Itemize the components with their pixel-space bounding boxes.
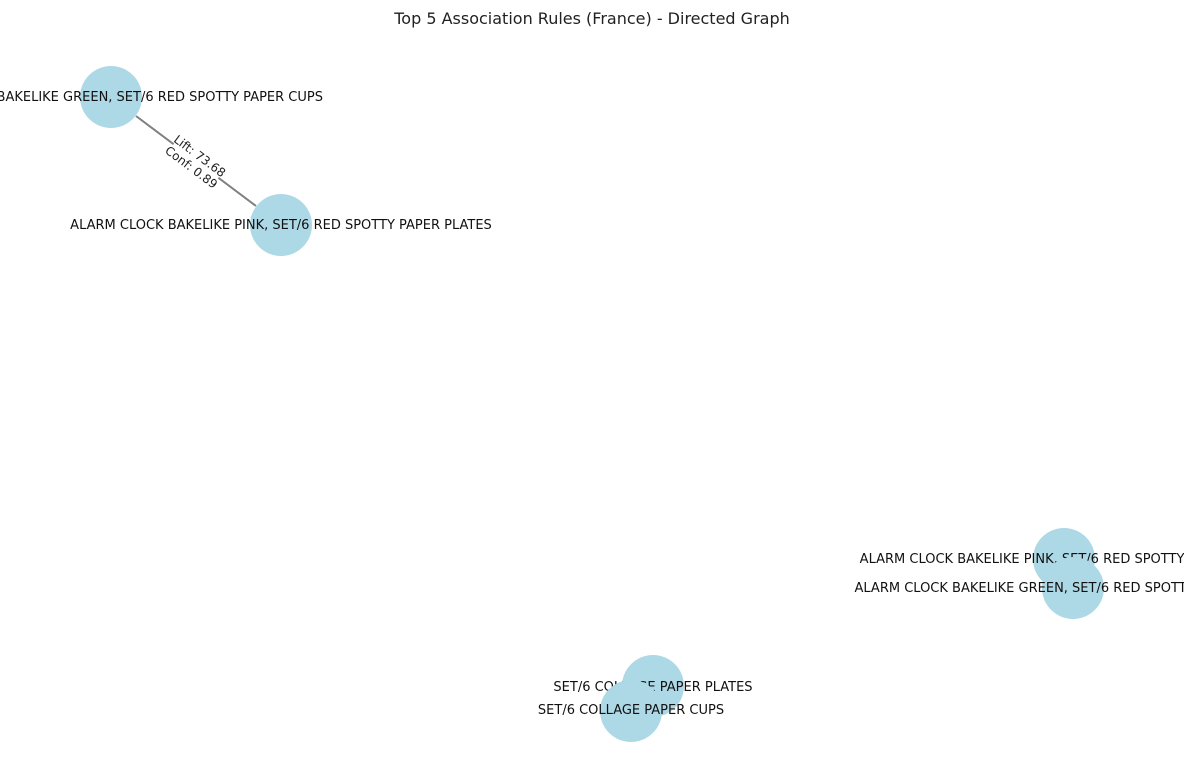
node-alarm-pink-plates: ALARM CLOCK BAKELIKE PINK, SET/6 RED SPO… [70,194,492,256]
node-circle [1042,557,1104,619]
chart-title: Top 5 Association Rules (France) - Direc… [393,9,790,28]
edge-label-bg [165,132,227,190]
node-circle [250,194,312,256]
node-circle [80,66,142,128]
node-label: SET/6 COLLAGE PAPER CUPS [538,703,724,718]
edge-n1-n2: Lift: 73.68 Conf: 0.89 [135,115,257,207]
node-label: ALARM CLOCK BAKELIKE GREEN, SET/6 RED SP… [0,90,323,105]
node-label: ALARM CLOCK BAKELIKE PINK, SET/6 RED SPO… [70,218,492,233]
node-collage-cups: SET/6 COLLAGE PAPER CUPS [538,680,724,742]
node-label: ALARM CLOCK BAKELIKE PINK, SET/6 RED SPO… [860,552,1184,567]
node-label: ALARM CLOCK BAKELIKE GREEN, SET/6 RED SP… [855,581,1184,596]
node-label: SET/6 COLLAGE PAPER PLATES [553,680,752,695]
node-circle [600,680,662,742]
node-alarm-green-plates: ALARM CLOCK BAKELIKE GREEN, SET/6 RED SP… [855,557,1184,619]
node-alarm-green-cups: ALARM CLOCK BAKELIKE GREEN, SET/6 RED SP… [0,66,323,128]
